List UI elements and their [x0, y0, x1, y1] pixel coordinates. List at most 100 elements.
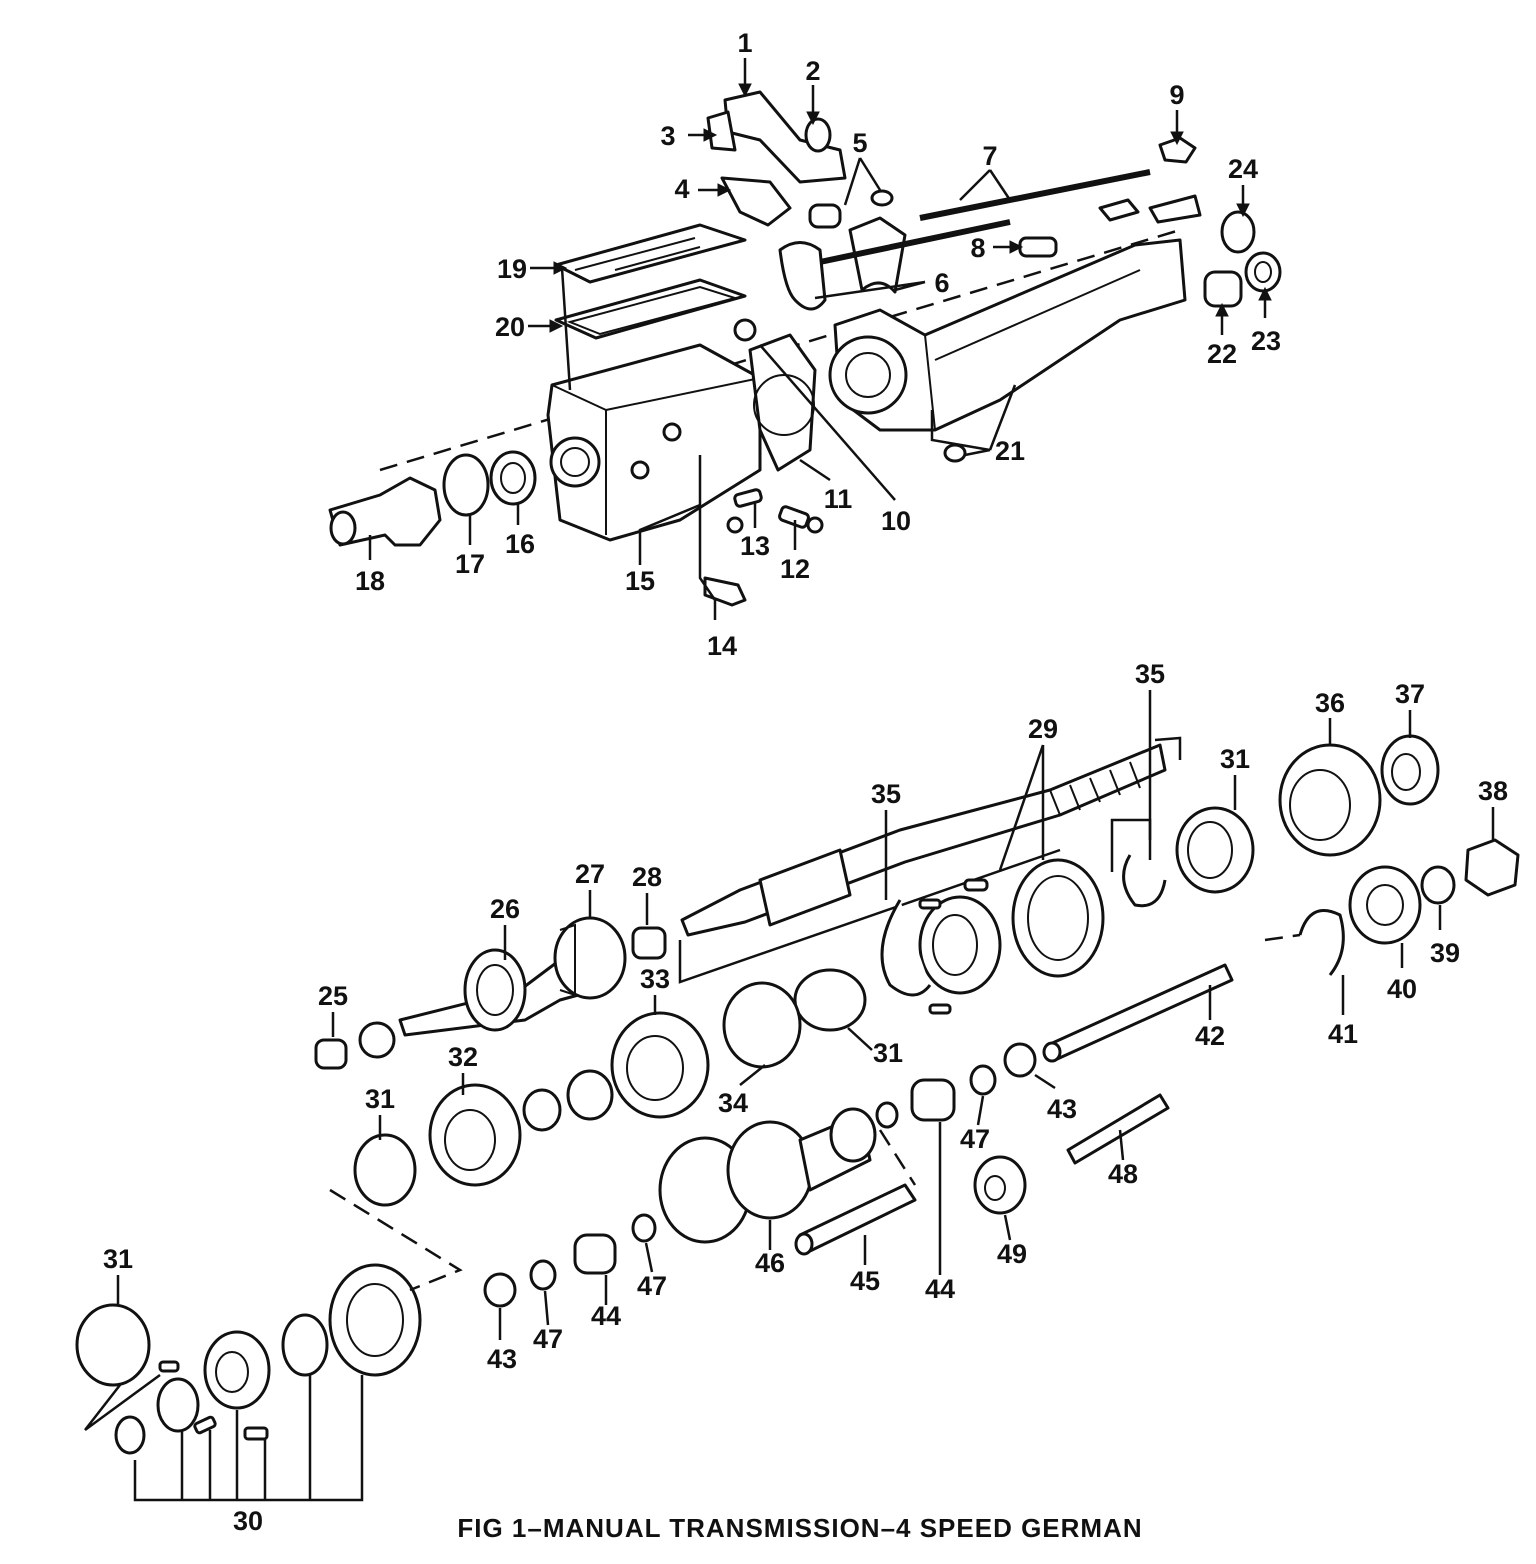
- callout-47a: 47: [960, 1124, 990, 1154]
- synchro-hub-inner: [932, 914, 978, 976]
- callout-33: 33: [640, 964, 670, 994]
- washer-47-spacer: [875, 1101, 899, 1129]
- nut-38: [1464, 838, 1520, 897]
- callout-21: 21: [995, 436, 1025, 466]
- detent-plug: [1018, 236, 1058, 258]
- cover-plate: [720, 176, 792, 227]
- rail-stop: [1148, 194, 1202, 224]
- shift-fork-a: [778, 241, 827, 311]
- leader-47a: [976, 1095, 985, 1126]
- callout-40: 40: [1387, 974, 1417, 1004]
- synchro-washer-30: [114, 1415, 146, 1455]
- synchro-sleeve-30: [328, 1263, 422, 1377]
- leader-29: [998, 744, 1045, 871]
- pilot-bearing-28: [631, 926, 667, 960]
- callout-27: 27: [575, 859, 605, 889]
- gear-33-bore: [626, 1035, 684, 1101]
- callout-2: 2: [805, 56, 820, 86]
- leader-47b: [543, 1290, 550, 1326]
- callout-32: 32: [448, 1042, 478, 1072]
- shift-rail-upper: [919, 169, 1151, 221]
- arrow-4: [717, 183, 732, 197]
- arrow-3: [703, 128, 718, 142]
- callout-17: 17: [455, 549, 485, 579]
- case-drain-hole: [630, 460, 650, 480]
- leader-43a: [1034, 1073, 1056, 1090]
- cover-gasket-inner: [566, 285, 739, 336]
- callout-37: 37: [1395, 679, 1425, 709]
- callout-38: 38: [1478, 776, 1508, 806]
- rear-gasket: [748, 333, 817, 472]
- blocking-ring-31b: [793, 968, 867, 1032]
- extension-housing: [833, 238, 1187, 432]
- leader-10: [759, 344, 896, 501]
- leader-7: [959, 169, 1012, 201]
- blocking-ring-31d: [75, 1303, 151, 1387]
- figure-caption: FIG 1–MANUAL TRANSMISSION–4 SPEED GERMAN: [457, 1513, 1142, 1543]
- leader-31b: [847, 1027, 873, 1051]
- arrow-9: [1170, 131, 1184, 146]
- arrow-23: [1258, 286, 1272, 301]
- leader-14: [698, 455, 717, 620]
- leader-11: [799, 458, 831, 482]
- seal-23-inner: [1254, 261, 1272, 283]
- leader-15: [638, 503, 701, 565]
- callout-34: 34: [718, 1088, 748, 1118]
- shift-fork-b: [848, 216, 907, 294]
- bushing-22: [1203, 270, 1243, 308]
- snap-ring-17: [442, 453, 490, 517]
- arrow-19: [553, 261, 568, 275]
- bearing-retainer: [328, 476, 442, 547]
- dash-31c: [329, 1188, 463, 1292]
- input-bearing: [463, 948, 527, 1032]
- snap-ring-35b: [1122, 854, 1167, 908]
- dash-41: [1264, 933, 1301, 942]
- washer-39: [1420, 865, 1456, 905]
- snap-ring-32b: [566, 1069, 614, 1121]
- shift-lever: [723, 90, 847, 184]
- case-top-edge: [605, 377, 761, 411]
- callout-43b: 43: [487, 1344, 517, 1374]
- countershaft-end: [1042, 1041, 1062, 1063]
- synchro-hub-29: [918, 895, 1002, 995]
- snap-ring-32a: [522, 1088, 562, 1132]
- callout-22: 22: [1207, 339, 1237, 369]
- callout-23: 23: [1251, 326, 1281, 356]
- blocking-ring-31a-inner: [1187, 821, 1233, 879]
- snap-ring-34: [722, 981, 802, 1069]
- top-cover: [554, 223, 747, 284]
- synchro-ring-30: [156, 1377, 200, 1433]
- reverse-idler-shaft-48: [1066, 1093, 1170, 1165]
- dash-45: [878, 1129, 917, 1186]
- main-shaft-splines: [1049, 761, 1141, 816]
- callout-15: 15: [625, 566, 655, 596]
- callout-3: 3: [660, 121, 675, 151]
- callout-16: 16: [505, 529, 535, 559]
- callout-4: 4: [674, 174, 689, 204]
- leader-31d: [84, 1275, 161, 1432]
- callout-44b: 44: [591, 1301, 621, 1331]
- roller-shaft-end: [794, 1232, 814, 1256]
- extension-bore: [845, 352, 891, 398]
- arrow-20: [549, 319, 564, 333]
- washer-47a: [969, 1064, 997, 1096]
- leader-47c: [644, 1242, 654, 1273]
- interlock-block: [808, 203, 842, 229]
- callout-8: 8: [970, 233, 985, 263]
- callout-39: 39: [1430, 938, 1460, 968]
- leader-49: [1003, 1214, 1012, 1241]
- thrust-washer-43a: [1003, 1042, 1037, 1078]
- washer-47b: [529, 1259, 557, 1291]
- callout-26: 26: [490, 894, 520, 924]
- main-shaft-gear-section: [758, 848, 852, 927]
- case-fill-hole: [662, 422, 682, 442]
- callout-47c: 47: [637, 1271, 667, 1301]
- snap-ring-35a: [880, 899, 932, 997]
- bearing-40: [1348, 865, 1422, 945]
- bearing-37-inner: [1391, 753, 1421, 791]
- synchro-sleeve-30-inner: [346, 1283, 404, 1357]
- blocking-ring-31c: [353, 1133, 417, 1207]
- callout-31c: 31: [365, 1084, 395, 1114]
- extension-plug: [943, 443, 967, 463]
- callout-31a: 31: [1220, 744, 1250, 774]
